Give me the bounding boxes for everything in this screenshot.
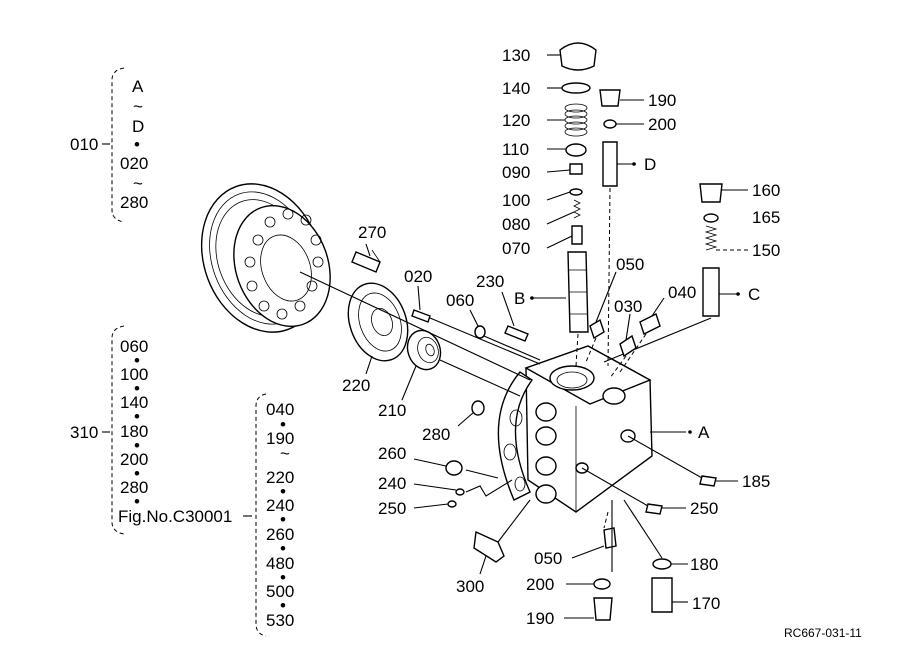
ref-300: 300	[456, 577, 484, 596]
group-310-item: •	[134, 351, 140, 370]
ref-270: 270	[358, 223, 386, 242]
small-pins-drawing	[411, 309, 529, 342]
ref-030: 030	[614, 297, 642, 316]
ref-250-left: 250	[378, 499, 406, 518]
valve-stack-center-drawing	[559, 42, 597, 367]
group-010-ref: 010	[70, 135, 98, 154]
valve-body-drawing	[497, 345, 653, 513]
fig-group-item: 040	[266, 400, 294, 419]
fig-group-item: •	[280, 510, 286, 529]
ref-160: 160	[752, 181, 780, 200]
lower-fittings-drawing	[445, 400, 717, 621]
group-010-item: 020	[120, 154, 148, 173]
fig-group-item: ~	[280, 444, 290, 463]
group-310-item: 100	[120, 365, 148, 384]
pin-270-drawing	[351, 249, 381, 273]
ref-100: 100	[502, 191, 530, 210]
assembly-lines	[299, 271, 541, 543]
check-valves-drawing	[585, 313, 661, 379]
group-010-item: ~	[133, 174, 143, 193]
pulley-drawing	[200, 183, 331, 333]
group-010-item: A	[132, 77, 144, 96]
ref-260: 260	[378, 444, 406, 463]
fig-group-item: 240	[266, 496, 294, 515]
group-010-item: 280	[120, 193, 148, 212]
ref-110: 110	[502, 140, 529, 159]
ref-200-top: 200	[648, 115, 676, 134]
fig-group-item: •	[280, 482, 286, 501]
fig-group-item: 260	[266, 525, 294, 544]
group-310-item: •	[134, 492, 140, 511]
plug-d-drawing	[599, 89, 621, 367]
figure-code: RC667-031-11	[784, 626, 862, 640]
fig-group-item: 190	[266, 429, 294, 448]
bracket-group-310: 310 060 • 100 • 140 • 180 • 200 • 280 • …	[70, 325, 252, 535]
group-310-item: •	[134, 407, 140, 426]
group-310-item: 180	[120, 422, 148, 441]
ref-020: 020	[404, 267, 432, 286]
ref-220: 220	[342, 376, 370, 395]
callouts: 130 140 120 110 090 100 080 070 190 200 …	[342, 46, 780, 628]
group-310-item: 280	[120, 478, 148, 497]
bracket-group-fig: 040 • 190 ~ 220 • 240 • 260 • 480 • 500 …	[255, 393, 294, 637]
ref-190-top: 190	[648, 91, 676, 110]
group-310-item: 200	[120, 450, 148, 469]
fig-ref-label: Fig.No.C30001	[118, 507, 232, 526]
ref-090: 090	[502, 163, 530, 182]
ref-170: 170	[692, 594, 720, 613]
ref-150: 150	[752, 241, 780, 260]
bearing-drawing	[406, 329, 442, 371]
ref-050-bottom: 050	[534, 549, 562, 568]
ref-250-right: 250	[690, 499, 718, 518]
ref-060: 060	[446, 291, 474, 310]
group-010-item: ~	[133, 97, 143, 116]
ref-240: 240	[378, 474, 406, 493]
connector-d: D	[644, 155, 656, 174]
ref-080: 080	[502, 215, 530, 234]
ref-230: 230	[476, 272, 504, 291]
connector-c: C	[748, 285, 760, 304]
fig-group-item: •	[280, 539, 286, 558]
group-310-item: 140	[120, 393, 148, 412]
fig-group-item: 530	[266, 611, 294, 630]
ref-210: 210	[378, 401, 406, 420]
ref-180: 180	[690, 555, 718, 574]
ref-120: 120	[502, 111, 530, 130]
ref-165: 165	[752, 208, 780, 227]
ref-140: 140	[502, 79, 530, 98]
group-010-item: D	[132, 117, 144, 136]
ref-070: 070	[502, 239, 530, 258]
ref-190-bottom: 190	[526, 609, 554, 628]
ref-130: 130	[502, 46, 530, 65]
group-310-ref: 310	[70, 423, 98, 442]
ref-280: 280	[422, 425, 450, 444]
fig-group-item: 500	[266, 582, 294, 601]
connector-a: A	[698, 423, 710, 442]
group-310-item: •	[134, 436, 140, 455]
fig-group-item: 220	[266, 468, 294, 487]
group-310-item: •	[134, 379, 140, 398]
fig-group-item: •	[280, 568, 286, 587]
fig-group-item: 480	[266, 554, 294, 573]
fig-group-item: •	[280, 596, 286, 615]
connector-b: B	[514, 289, 525, 308]
bracket-group-010: 010 A ~ D • 020 ~ 280	[70, 67, 148, 223]
fig-group-item: •	[280, 415, 286, 434]
ref-185: 185	[742, 472, 770, 491]
group-310-item: 060	[120, 337, 148, 356]
ref-050-top: 050	[616, 255, 644, 274]
plug-c-drawing	[603, 183, 723, 363]
ref-040: 040	[668, 283, 696, 302]
group-010-item: •	[134, 135, 140, 154]
swash-plate-drawing	[347, 282, 409, 362]
ref-200-bottom: 200	[526, 575, 554, 594]
group-310-item: •	[134, 464, 140, 483]
